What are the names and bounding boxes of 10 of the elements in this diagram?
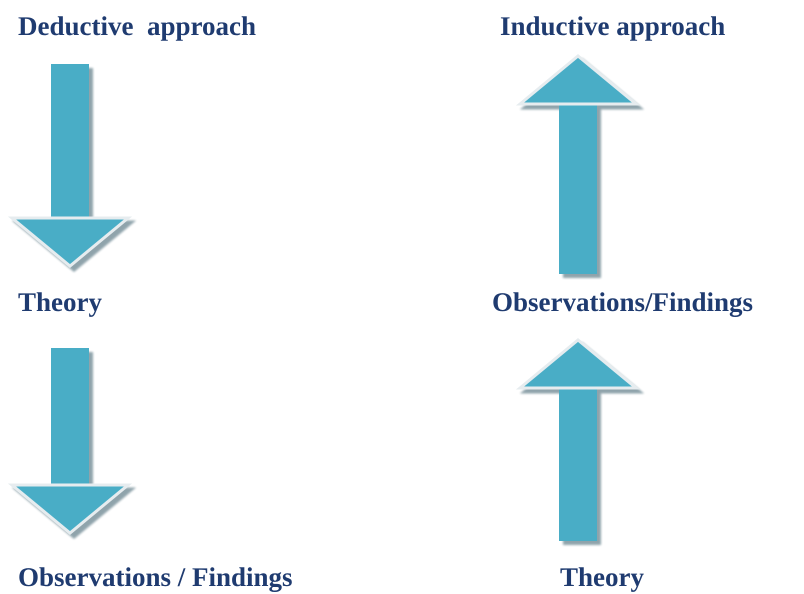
block-arrow <box>518 54 638 274</box>
heading: Inductive approach <box>500 12 726 42</box>
block-arrow <box>518 338 638 541</box>
stage-label: Observations / Findings <box>18 563 293 593</box>
stage-label: Theory <box>560 563 644 593</box>
stage-label: Observations/Findings <box>492 288 754 318</box>
block-arrow <box>10 348 130 534</box>
heading: Deductive approach <box>18 12 256 42</box>
block-arrow <box>10 64 130 268</box>
stage-label: Theory <box>18 288 102 318</box>
